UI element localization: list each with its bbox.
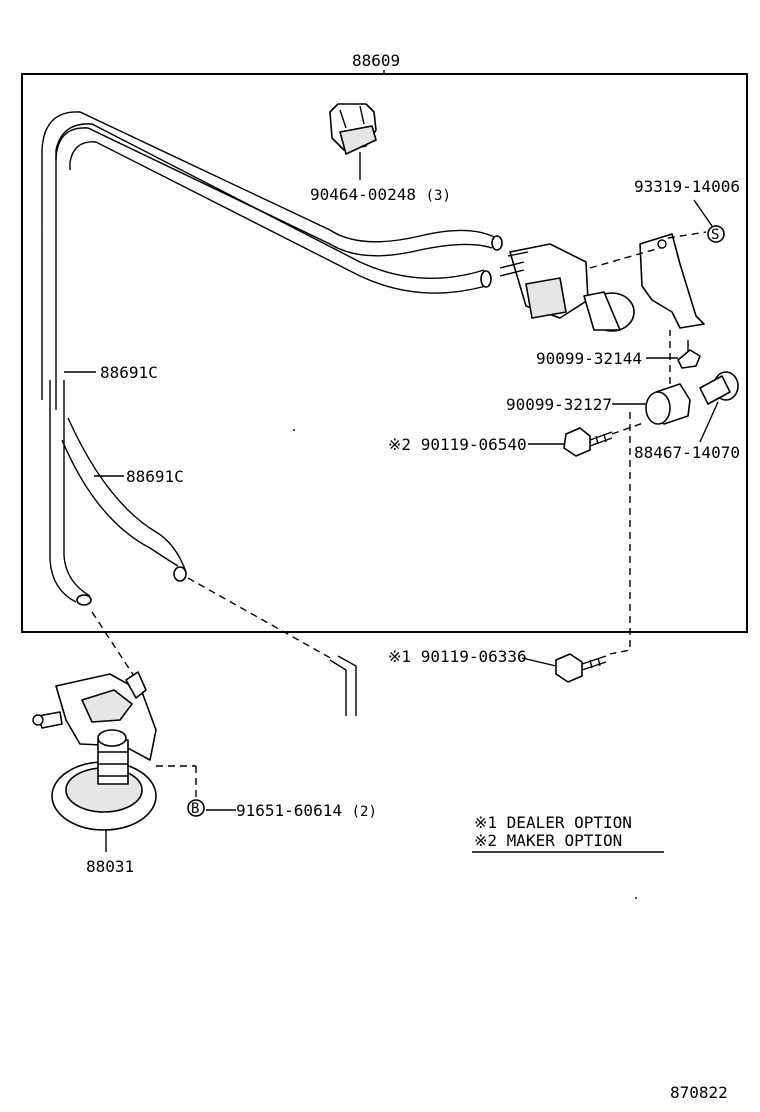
nut-symbol: S (707, 225, 725, 243)
part-label-nut: 93319-14006 (634, 177, 740, 196)
drawing-number: 870822 (670, 1083, 728, 1102)
vsv-valve-icon (499, 243, 635, 332)
part-label-actuator: 88031 (86, 857, 134, 876)
option-legend: ※1 DEALER OPTION ※2 MAKER OPTION (472, 813, 664, 853)
legend-maker-option: ※2 MAKER OPTION (474, 831, 622, 850)
collar-icon (699, 371, 739, 405)
part-label-collar: 88467-14070 (634, 443, 740, 462)
part-label-bolt-dealer: ※1 90119-06336 (388, 647, 527, 666)
bracket-icon (639, 233, 705, 329)
hose-88691c-b (61, 417, 187, 582)
part-label-grommet-small: 90099-32144 (536, 349, 642, 368)
bolt-maker-icon (563, 427, 613, 457)
grommet-small-icon (677, 340, 701, 369)
actuator-icon (32, 671, 157, 831)
grommet-large-icon (645, 330, 691, 425)
legend-dealer-option: ※1 DEALER OPTION (474, 813, 632, 832)
part-label-bolt-maker: ※2 90119-06540 (388, 435, 527, 454)
vacuum-hose-upper (41, 111, 503, 410)
assembly-label: 88609 (352, 51, 400, 70)
svg-text:S: S (711, 227, 719, 243)
part-label-clamp: 90464-00248 (3) (310, 185, 451, 204)
hose-88691c-a (49, 380, 92, 606)
part-label-grommet-large: 90099-32127 (506, 395, 612, 414)
svg-text:B: B (191, 801, 199, 817)
part-label-hose-b: 88691C (126, 467, 184, 486)
part-label-hose-a: 88691C (100, 363, 158, 382)
screw-symbol: B (187, 799, 205, 817)
bolt-dealer-icon (555, 653, 607, 683)
clamp-icon (329, 103, 377, 155)
part-label-screw: 91651-60614 (2) (236, 801, 377, 820)
vacuum-hose-lower (55, 123, 492, 294)
